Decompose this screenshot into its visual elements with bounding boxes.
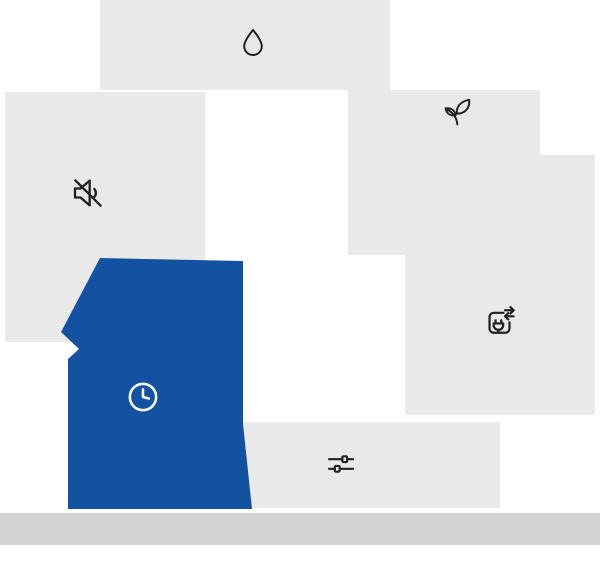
tile-water[interactable] [100, 0, 390, 90]
power-source-swap-icon [488, 306, 515, 334]
tile-timer[interactable] [55, 255, 255, 513]
water-drop-icon [243, 28, 263, 57]
eco-leaves-icon [444, 98, 471, 126]
settings-sliders-icon [327, 455, 355, 473]
speaker-mute-icon [73, 179, 102, 207]
bottom-bar [0, 513, 600, 545]
tile-power-source[interactable] [405, 155, 595, 415]
clock-icon [128, 382, 158, 412]
tile-settings[interactable] [210, 422, 500, 508]
